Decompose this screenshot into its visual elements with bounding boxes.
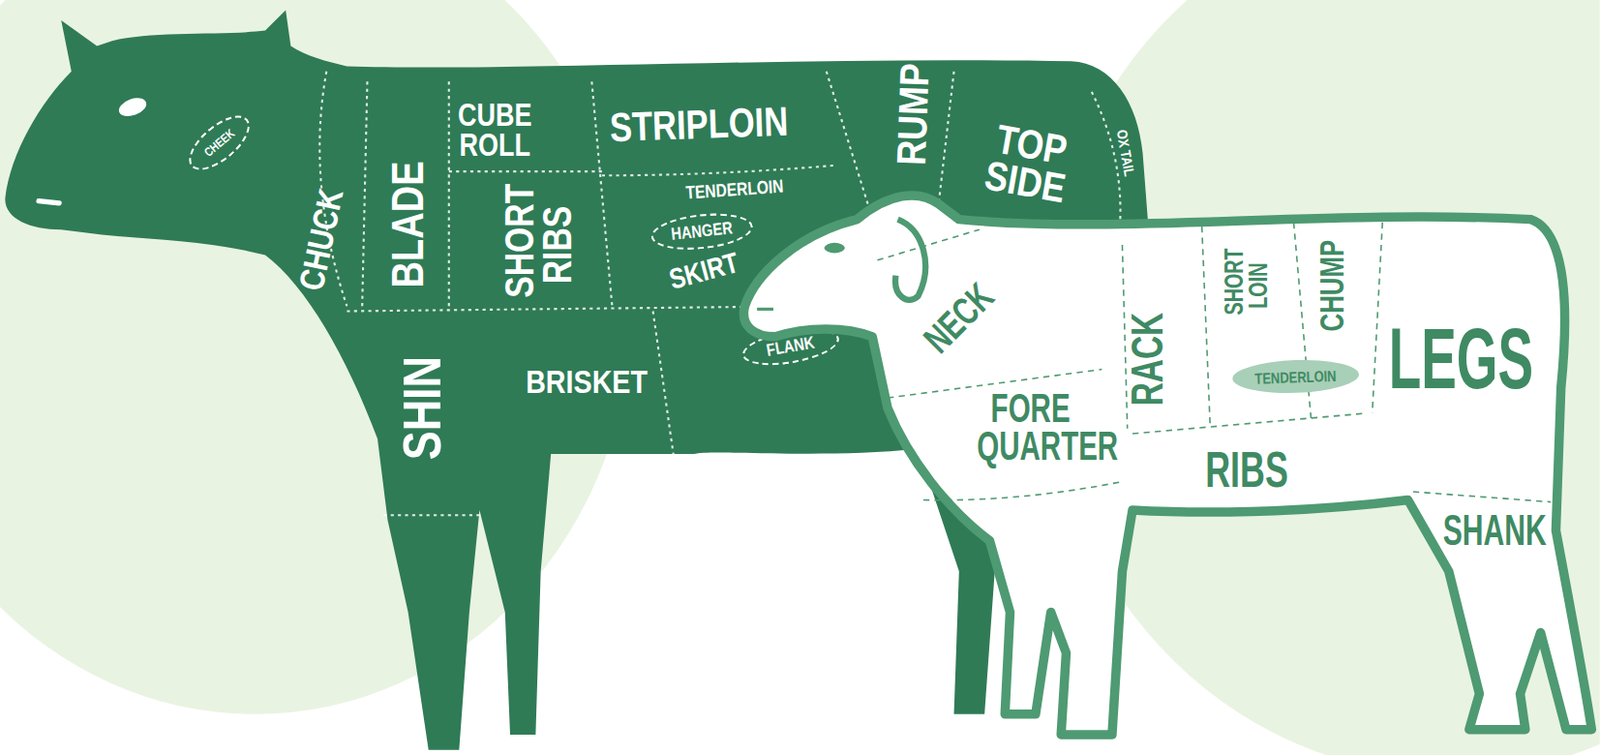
cut-oval: HANGER [649,209,755,255]
cut-label: TENDERLOIN [1254,366,1337,388]
cut-label: STRIPLOIN [608,102,789,147]
cut-label: SHORT LOIN [1222,256,1271,316]
cut-label: RUMP [892,62,934,167]
cut-label: NECK [918,277,1000,360]
cut-oval: TENDERLOIN [1232,358,1360,395]
cut-label: LEGS [1388,319,1534,398]
cut-label: RACK [1126,312,1169,406]
cut-label: SKIRT [666,249,742,294]
cut-label: TOP SIDE [974,118,1083,210]
sheep-ear [895,219,926,301]
cut-label: SHORT RIBS [501,191,577,299]
cut-label: RIBS [1205,446,1289,493]
cut-label: OX TAIL [1115,128,1137,178]
cut-label: FORE QUARTER [976,389,1085,465]
cow-mouth [38,201,60,204]
cut-label: SHANK [1443,511,1547,551]
cut-label: SHIN [398,356,448,460]
cut-label: CHEEK [201,125,238,160]
cut-oval: CHEEK [180,105,259,180]
cut-lines [876,222,1551,503]
cut-label: TENDERLOIN [685,178,785,202]
cow-eye [116,94,150,121]
cut-label: CHUMP [1315,240,1348,333]
cut-label: CUBE ROLL [446,100,544,161]
cut-label: CHUCK [295,185,348,294]
sheep-eye [824,242,846,254]
cut-label: BRISKET [525,367,648,398]
sheep-mouth [756,307,774,311]
sheep-silhouette [743,195,1592,735]
cut-label: BLADE [387,160,429,288]
cut-label: HANGER [669,217,734,245]
